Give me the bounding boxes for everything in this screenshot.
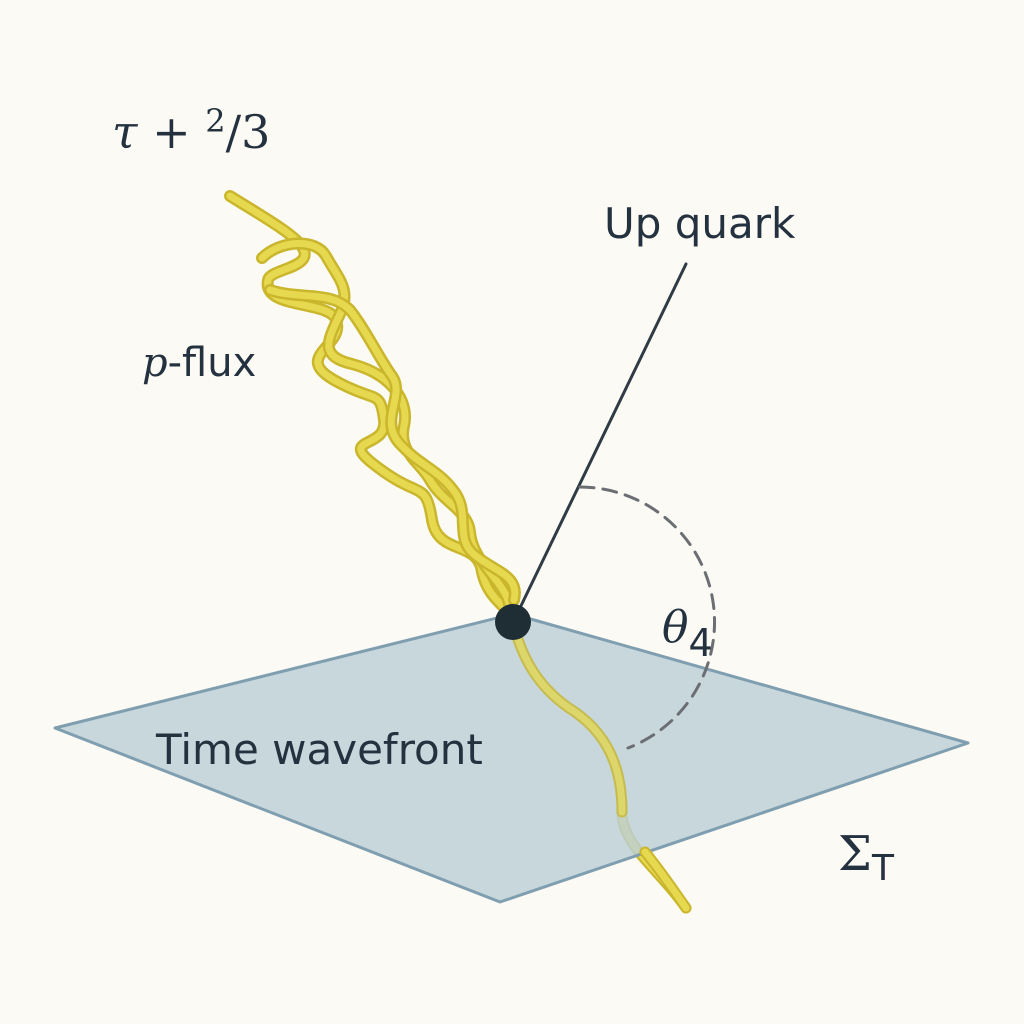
up-quark-label: Up quark xyxy=(604,199,796,248)
flux-tube-exit xyxy=(639,846,692,914)
interaction-vertex xyxy=(495,604,531,640)
charge-label: τ + 2/3 xyxy=(112,102,270,159)
up-quark-line xyxy=(516,262,688,614)
sigma-label: ΣT xyxy=(838,826,895,889)
flux-tube-lower-visible xyxy=(507,616,628,818)
angle-label: θ4 xyxy=(662,602,713,665)
time-wavefront-label: Time wavefront xyxy=(155,725,483,774)
angle-arc xyxy=(578,485,717,750)
time-wavefront-plane xyxy=(53,612,970,904)
p-flux-braid xyxy=(224,190,521,626)
p-flux-label: 𝑝-flux xyxy=(142,340,256,386)
